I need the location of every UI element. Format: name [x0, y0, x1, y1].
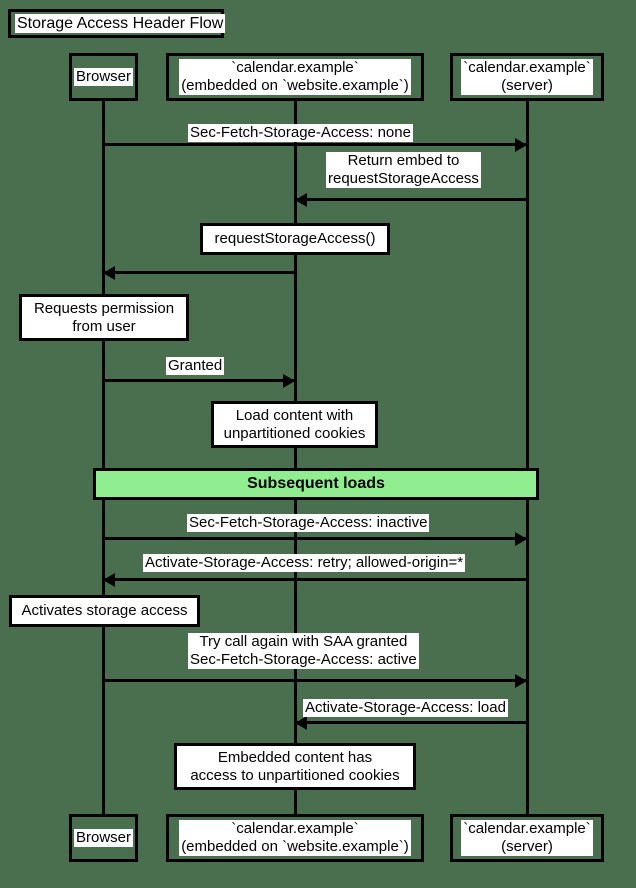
participant-browser-top[interactable]: Browser — [69, 53, 138, 101]
participant-embed-top[interactable]: `calendar.example` (embedded on `website… — [166, 53, 424, 101]
participant-server-bottom[interactable]: `calendar.example` (server) — [450, 814, 604, 862]
note-text-note-load-content: Load content with unpartitioned cookies — [220, 406, 369, 443]
arrow-head-msg-sfsa-none — [515, 137, 527, 152]
participant-label-browser: Browser — [73, 829, 133, 847]
arrow-line-msg-return-embed — [295, 198, 527, 201]
message-label-msg-asa-retry: Activate-Storage-Access: retry; allowed-… — [143, 554, 466, 572]
participant-label-server: `calendar.example` (server) — [461, 820, 593, 856]
arrow-line-msg-sfsa-none — [103, 143, 527, 146]
note-text-note-rsa-call: requestStorageAccess() — [211, 230, 379, 248]
band-text-band-subsequent-loads: Subsequent loads — [247, 475, 385, 492]
note-note-requests-permission: Requests permission from user — [19, 294, 189, 341]
participant-label-browser: Browser — [73, 68, 133, 86]
participant-label-embed: `calendar.example` (embedded on `website… — [179, 59, 411, 95]
lifeline-embed — [294, 101, 297, 814]
message-label-msg-sfsa-inactive: Sec-Fetch-Storage-Access: inactive — [187, 514, 430, 532]
arrow-line-msg-asa-retry — [103, 578, 527, 581]
participant-browser-bottom[interactable]: Browser — [69, 814, 138, 862]
message-label-msg-granted: Granted — [166, 357, 225, 375]
note-note-rsa-call: requestStorageAccess() — [200, 223, 390, 255]
arrow-line-msg-sfsa-active — [103, 679, 527, 682]
arrow-head-msg-asa-retry — [103, 572, 115, 587]
arrow-head-msg-sfsa-active — [515, 673, 527, 688]
arrow-head-msg-asa-load — [295, 715, 307, 730]
note-note-load-content: Load content with unpartitioned cookies — [211, 401, 378, 448]
participant-server-top[interactable]: `calendar.example` (server) — [450, 53, 604, 101]
arrow-line-msg-sfsa-inactive — [103, 537, 527, 540]
note-text-note-requests-permission: Requests permission from user — [30, 299, 178, 336]
participant-label-embed: `calendar.example` (embedded on `website… — [179, 820, 411, 856]
participant-embed-bottom[interactable]: `calendar.example` (embedded on `website… — [166, 814, 424, 862]
arrow-head-msg-return-embed — [295, 192, 307, 207]
participant-label-server: `calendar.example` (server) — [461, 59, 593, 95]
arrow-head-msg-granted — [283, 373, 295, 388]
arrow-head-msg-sfsa-inactive — [515, 531, 527, 546]
diagram-title-box: Storage Access Header Flow — [8, 9, 226, 38]
note-note-activates-storage: Activates storage access — [9, 595, 200, 627]
arrow-head-msg-rsa-callback — [103, 265, 115, 280]
band-band-subsequent-loads: Subsequent loads — [93, 468, 539, 500]
note-text-note-embedded-access: Embedded content has access to unpartiti… — [187, 748, 403, 785]
message-label-msg-sfsa-active: Try call again with SAA granted Sec-Fetc… — [188, 633, 419, 669]
lifeline-server — [526, 101, 529, 814]
note-text-note-activates-storage: Activates storage access — [18, 602, 191, 620]
message-label-msg-asa-load: Activate-Storage-Access: load — [303, 699, 508, 717]
lifeline-browser — [102, 101, 105, 814]
arrow-line-msg-asa-load — [295, 721, 527, 724]
message-label-msg-sfsa-none: Sec-Fetch-Storage-Access: none — [188, 124, 413, 142]
arrow-line-msg-granted — [103, 379, 295, 382]
note-note-embedded-access: Embedded content has access to unpartiti… — [174, 743, 416, 790]
message-label-msg-return-embed: Return embed to requestStorageAccess — [326, 152, 481, 188]
arrow-line-msg-rsa-callback — [103, 271, 295, 274]
page-title: Storage Access Header Flow — [15, 13, 226, 34]
